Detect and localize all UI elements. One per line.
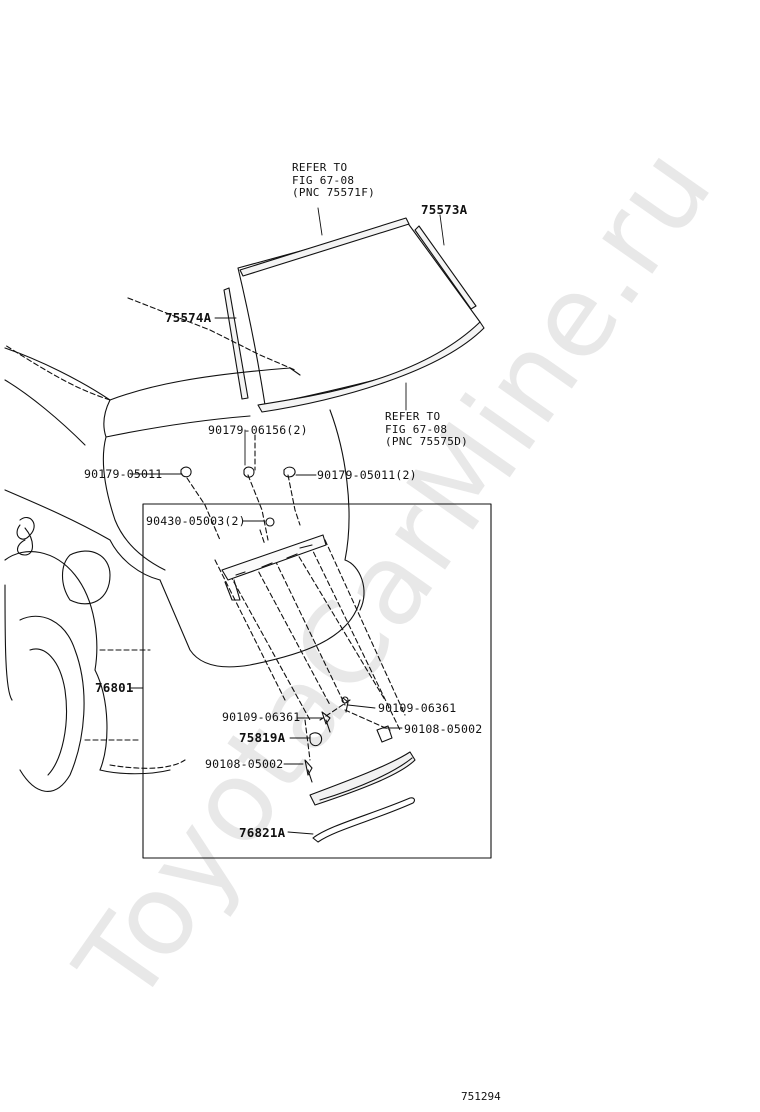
reference-top: REFER TO FIG 67-08 (PNC 75571F) xyxy=(292,161,376,200)
detail-box xyxy=(142,503,492,859)
clip-90108-05002-right xyxy=(376,725,393,743)
vehicle-body xyxy=(4,347,365,792)
reference-top-line3: (PNC 75571F) xyxy=(292,186,376,199)
clip-90179-06156 xyxy=(243,466,255,478)
label-90430-05003: 90430-05003(2) xyxy=(146,514,246,528)
leader-lines xyxy=(130,207,445,835)
screw-90109-06361-left xyxy=(321,711,331,733)
reference-bottom-line1: REFER TO xyxy=(385,410,441,423)
label-90109-06361-right: 90109-06361 xyxy=(378,701,457,715)
screw-90109-06361-right xyxy=(341,696,349,713)
reference-bottom: REFER TO FIG 67-08 (PNC 75575D) xyxy=(385,410,469,449)
label-75819A: 75819A xyxy=(239,730,286,745)
label-90179-05011-right: 90179-05011(2) xyxy=(317,468,417,482)
label-75573A: 75573A xyxy=(421,202,468,217)
reference-bottom-line3: (PNC 75575D) xyxy=(385,435,469,448)
label-76821A: 76821A xyxy=(239,825,286,840)
clip-90430-05003 xyxy=(265,517,275,527)
lower-moulding xyxy=(257,321,485,413)
moulding-76821A xyxy=(312,797,415,843)
label-90179-05011-left: 90179-05011 xyxy=(84,467,163,481)
label-90108-05002-left: 90108-05002 xyxy=(205,757,284,771)
label-90179-06156: 90179-06156(2) xyxy=(208,423,308,437)
diagram-code: 751294 xyxy=(461,1090,501,1103)
clip-75819A xyxy=(309,732,323,747)
top-moulding xyxy=(239,217,410,277)
reference-top-line1: REFER TO xyxy=(292,161,348,174)
label-90109-06361-left: 90109-06361 xyxy=(222,710,301,724)
clip-90179-05011-left xyxy=(180,466,192,478)
clip-90179-05011-right xyxy=(283,466,296,478)
label-90108-05002-right: 90108-05002 xyxy=(404,722,483,736)
rear-window-glass xyxy=(237,221,481,406)
label-75574A: 75574A xyxy=(165,310,212,325)
label-76801: 76801 xyxy=(95,680,134,695)
back-door-garnish-76801 xyxy=(221,534,327,581)
clip-90108-05002-left xyxy=(304,759,313,783)
right-moulding-75573A xyxy=(414,225,477,310)
reference-top-line2: FIG 67-08 xyxy=(292,173,355,187)
license-garnish-strip xyxy=(309,751,416,806)
hidden-lines xyxy=(4,297,406,769)
reference-bottom-line2: FIG 67-08 xyxy=(385,422,448,436)
